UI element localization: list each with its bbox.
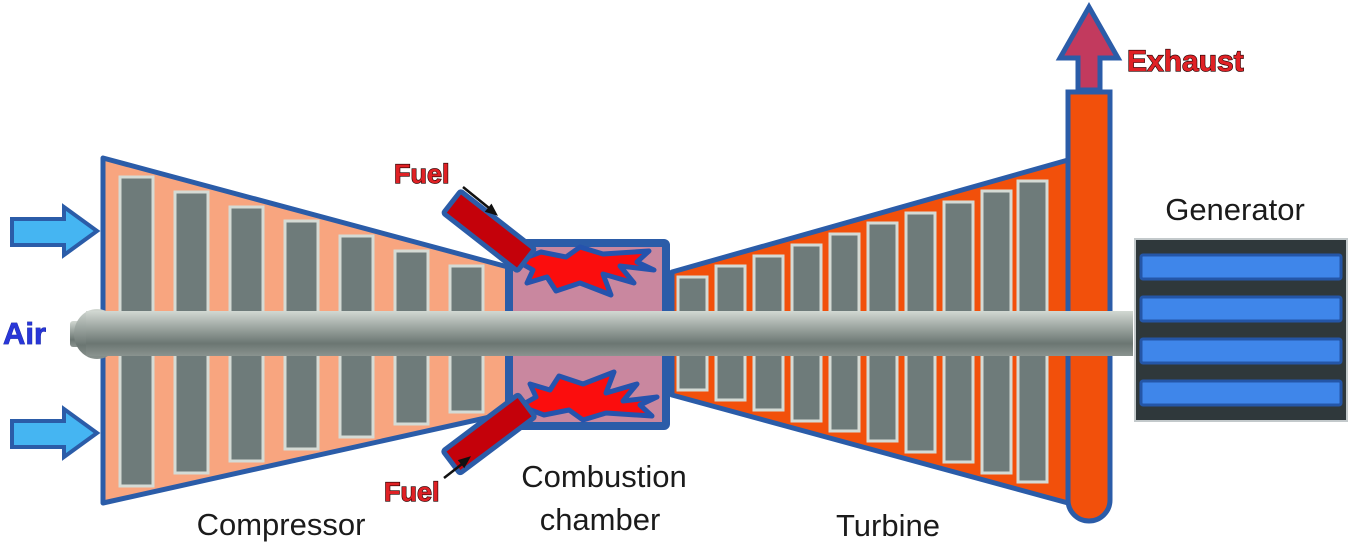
air-arrow-bottom [10, 405, 101, 461]
compressor-label: Compressor [197, 507, 366, 542]
air-arrows [10, 203, 101, 461]
exhaust-label: Exhaust [1127, 45, 1244, 78]
generator-stripe [1139, 337, 1343, 365]
fuel-pointer-arrowhead-top [484, 203, 499, 216]
fuel-pointer-line-bottom [443, 463, 463, 479]
flames [514, 244, 660, 423]
flame-top [514, 244, 657, 298]
combustion-chamber-label-line1: Combustion [521, 459, 686, 494]
fuel-injector-bottom [441, 392, 537, 476]
generator-stripe [1139, 253, 1343, 281]
air-arrow-top [10, 203, 101, 259]
shaft [70, 309, 1133, 359]
air-label: Air [3, 316, 46, 351]
fuel-injector-pipe [441, 189, 537, 273]
fuel-pointer-arrows [443, 186, 499, 479]
generator-stripe [1139, 295, 1343, 323]
fuel-pointer-arrowhead-bottom [457, 456, 472, 469]
exhaust-duct [1065, 89, 1113, 524]
flame-bottom [517, 369, 660, 423]
exhaust-arrow [1055, 1, 1123, 93]
combustion-chamber-label-line2: chamber [540, 502, 661, 537]
generator [1134, 238, 1348, 422]
generator-stripe [1139, 379, 1343, 407]
fuel-label-top: Fuel [394, 159, 450, 189]
labels: Air Fuel Fuel Exhaust Compressor Combust… [3, 44, 1305, 543]
generator-label: Generator [1165, 192, 1305, 227]
fuel-injector-pipe [441, 392, 537, 476]
fuel-pointer-line-top [462, 186, 490, 209]
shaft-body [86, 311, 1133, 356]
fuel-injector-top [441, 189, 537, 273]
generator-windings [1139, 253, 1343, 407]
turbine-label: Turbine [836, 508, 940, 543]
fuel-label-bottom: Fuel [384, 477, 440, 507]
